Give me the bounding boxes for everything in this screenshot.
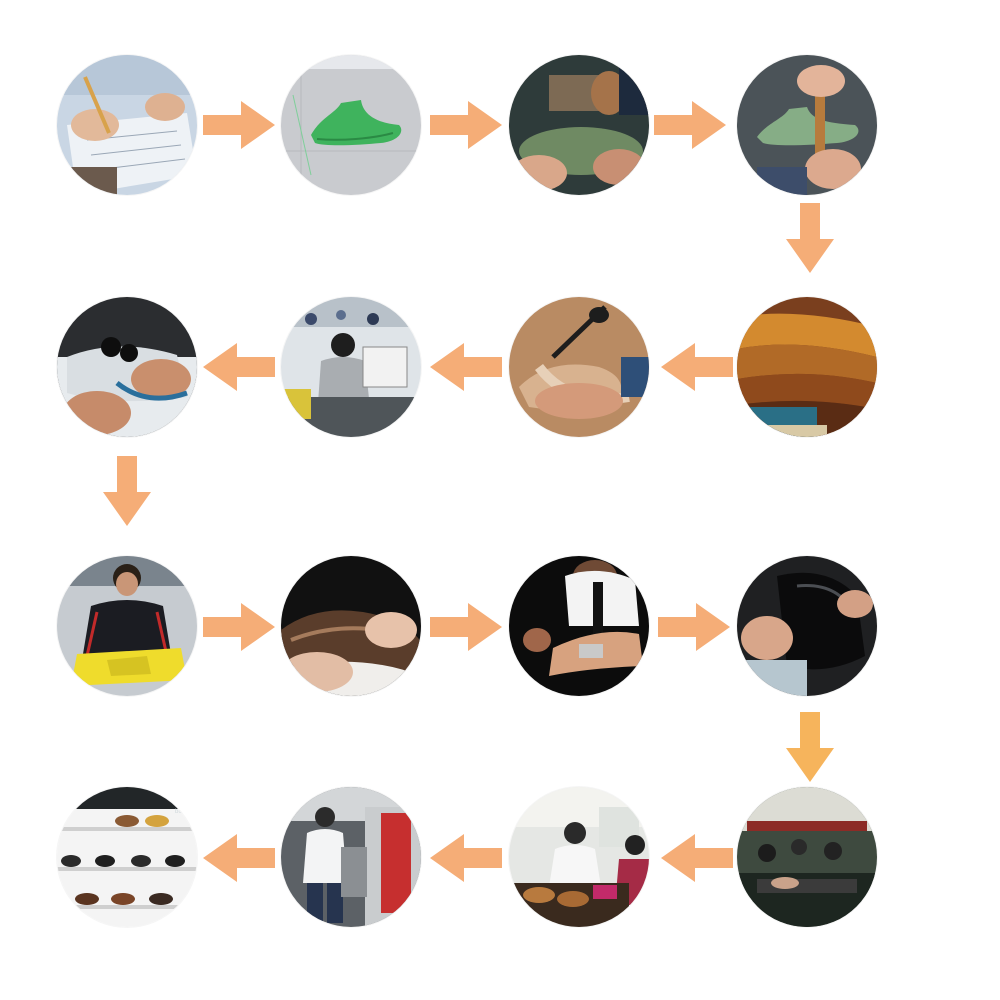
worker-sole-marking-photo [57, 556, 197, 696]
last-turning-machine-photo [509, 55, 649, 195]
arrow-left-icon [203, 834, 275, 882]
step-5-leather-selection [737, 297, 877, 437]
arrow-right-icon [203, 603, 275, 651]
arrow-right-icon [658, 603, 730, 651]
step-4-shoe-last-measuring [737, 55, 877, 195]
quality-inspection-photo [509, 787, 649, 927]
production-line-photo [737, 787, 877, 927]
sole-pressing-machine-photo [281, 787, 421, 927]
step-12-upper-lasting [737, 556, 877, 696]
arrow-down-icon [103, 456, 151, 526]
arrow-left-icon [203, 343, 275, 391]
upper-stitching-photo [57, 297, 197, 437]
step-3-last-turning [509, 55, 649, 195]
sewing-workshop-photo [281, 297, 421, 437]
shelf-sign-text: Donny boots [175, 803, 194, 815]
step-1-pattern-drawing [57, 55, 197, 195]
pattern-drawing-photo [57, 55, 197, 195]
step-16-finished-product-display: Donny boots [57, 787, 197, 927]
step-9-sole-marking [57, 556, 197, 696]
arrow-down-icon [786, 712, 834, 782]
shoe-last-3d-model-photo [281, 55, 421, 195]
arrow-down-icon [786, 203, 834, 273]
arrow-left-icon [661, 343, 733, 391]
step-8-upper-stitching [57, 297, 197, 437]
step-10-edge-finishing [281, 556, 421, 696]
arrow-right-icon [430, 101, 502, 149]
step-7-sewing-workshop [281, 297, 421, 437]
arrow-right-icon [654, 101, 726, 149]
edge-finishing-photo [281, 556, 421, 696]
arrow-left-icon [430, 343, 502, 391]
step-13-production-line [737, 787, 877, 927]
arrow-right-icon [430, 603, 502, 651]
leather-rolls-photo [737, 297, 877, 437]
arrow-left-icon [661, 834, 733, 882]
upper-lasting-photo [737, 556, 877, 696]
leather-cutting-photo [509, 297, 649, 437]
step-11-sole-attaching [509, 556, 649, 696]
sole-attaching-photo [509, 556, 649, 696]
step-14-quality-inspection [509, 787, 649, 927]
step-15-sole-pressing [281, 787, 421, 927]
step-2-shoe-last-3d-model [281, 55, 421, 195]
arrow-left-icon [430, 834, 502, 882]
arrow-right-icon [203, 101, 275, 149]
step-6-leather-cutting [509, 297, 649, 437]
shoe-last-measuring-photo [737, 55, 877, 195]
